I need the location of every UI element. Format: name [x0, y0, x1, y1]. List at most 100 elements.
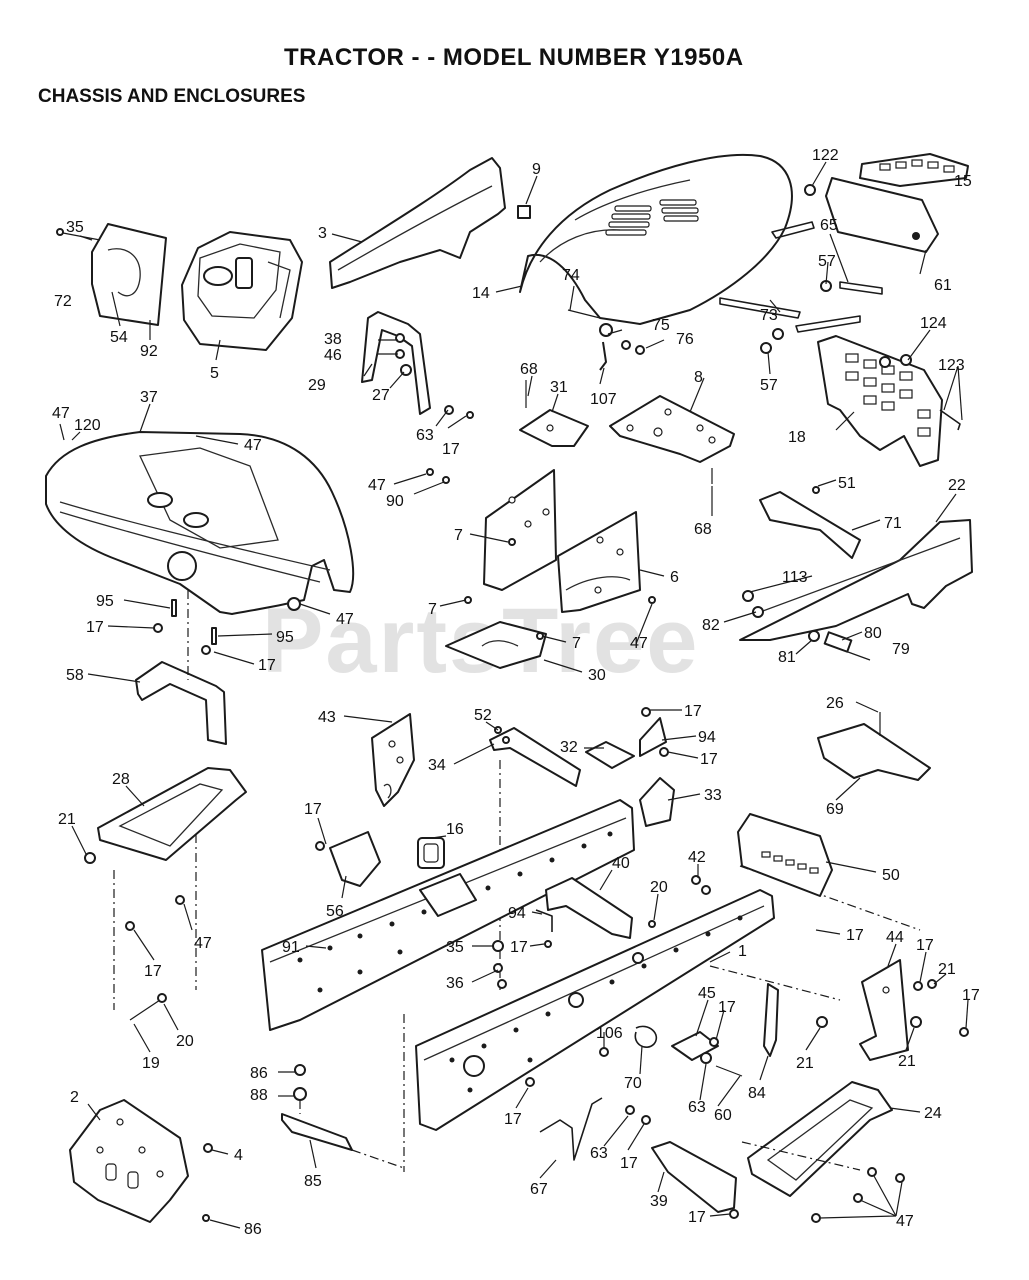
callout-label: 86 — [244, 1221, 262, 1238]
callout-numbers: 9 122 15 35 3 72 54 92 5 14 74 65 57 61 … — [52, 147, 980, 1238]
callout-label: 65 — [820, 217, 838, 234]
part-31-bracket — [519, 380, 589, 447]
callout-label: 44 — [886, 929, 904, 946]
callout-label: 90 — [386, 493, 404, 510]
callout-label: 124 — [920, 315, 947, 332]
part-33-bracket — [639, 707, 675, 827]
part-6-rear-plate — [426, 468, 656, 613]
callout-label: 7 — [572, 635, 581, 652]
callout-label: 35 — [66, 219, 84, 236]
callout-label: 47 — [896, 1213, 914, 1230]
callout-label: 17 — [700, 751, 718, 768]
part-34-bracket — [489, 726, 581, 990]
callout-label: 123 — [938, 357, 965, 374]
callout-label: 33 — [704, 787, 722, 804]
part-37-fender — [45, 431, 355, 615]
callout-label: 84 — [748, 1085, 766, 1102]
callout-label: 30 — [588, 667, 606, 684]
part-69-panel — [817, 712, 931, 781]
callout-label: 72 — [54, 293, 72, 310]
callout-label: 80 — [864, 625, 882, 642]
callout-label: 85 — [304, 1173, 322, 1190]
part-8-plate — [609, 395, 735, 484]
callout-label: 95 — [276, 629, 294, 646]
hardware-19-20 — [129, 993, 167, 1021]
callout-label: 17 — [510, 939, 528, 956]
callout-label: 73 — [760, 307, 778, 324]
callout-label: 1 — [738, 943, 747, 960]
callout-label: 47 — [194, 935, 212, 952]
callout-label: 20 — [650, 879, 668, 896]
part-92-shield — [56, 223, 167, 326]
callout-label: 67 — [530, 1181, 548, 1198]
callout-label: 17 — [718, 999, 736, 1016]
callout-label: 17 — [504, 1111, 522, 1128]
callout-label: 17 — [304, 801, 322, 818]
callout-label: 8 — [694, 369, 703, 386]
plate-50-slots — [761, 851, 819, 874]
callout-label: 17 — [620, 1155, 638, 1172]
part-32-strap — [585, 741, 635, 769]
part-9-nut — [517, 205, 531, 219]
callout-label: 32 — [560, 739, 578, 756]
callout-label: 69 — [826, 801, 844, 818]
part-43-bracket — [371, 713, 415, 807]
part-1-frame-rail — [403, 865, 921, 1172]
part-2-plate — [69, 1099, 213, 1223]
callout-label: 43 — [318, 709, 336, 726]
hardware-74-76-107 — [567, 309, 645, 371]
callout-label: 70 — [624, 1075, 642, 1092]
callout-label: 75 — [652, 317, 670, 334]
callout-label: 51 — [838, 475, 856, 492]
hardware-42 — [691, 875, 711, 895]
callout-label: 107 — [590, 391, 617, 408]
part-29-bracket — [361, 311, 474, 419]
callout-label: 45 — [698, 985, 716, 1002]
part-50-plate — [737, 813, 833, 897]
callout-label: 50 — [882, 867, 900, 884]
callout-label: 31 — [550, 379, 568, 396]
callout-label: 21 — [898, 1053, 916, 1070]
callout-label: 17 — [688, 1209, 706, 1226]
callout-label: 38 — [324, 331, 342, 348]
callout-label: 60 — [714, 1107, 732, 1124]
callout-label: 35 — [446, 939, 464, 956]
callout-label: 94 — [698, 729, 716, 746]
callout-label: 46 — [324, 347, 342, 364]
callout-label: 106 — [596, 1025, 623, 1042]
part-44-bracket — [859, 959, 969, 1061]
part-85-bracket — [281, 1064, 405, 1169]
callout-label: 68 — [694, 521, 712, 538]
callout-label: 63 — [590, 1145, 608, 1162]
part-40-bracket — [545, 877, 656, 939]
part-28-footrest — [84, 767, 247, 1010]
callout-label: 57 — [818, 253, 836, 270]
callout-label: 14 — [472, 285, 490, 302]
callout-label: 6 — [670, 569, 679, 586]
grille-frame-openings — [845, 353, 931, 437]
callout-label: 24 — [924, 1105, 942, 1122]
callout-label: 3 — [318, 225, 327, 242]
callout-label: 4 — [234, 1147, 243, 1164]
callout-label: 39 — [650, 1193, 668, 1210]
part-91-frame-rail — [261, 799, 635, 1031]
callout-label: 91 — [282, 939, 300, 956]
callout-label: 63 — [688, 1099, 706, 1116]
callout-label: 17 — [144, 963, 162, 980]
part-5-dash-console — [181, 231, 303, 351]
callout-label: 42 — [688, 849, 706, 866]
hardware-35-36 — [492, 909, 553, 989]
callout-leaders — [59, 161, 969, 1229]
callout-label: 34 — [428, 757, 446, 774]
callout-label: 57 — [760, 377, 778, 394]
callout-label: 21 — [58, 811, 76, 828]
part-16-gasket — [417, 837, 445, 869]
callout-label: 81 — [778, 649, 796, 666]
callout-label: 19 — [142, 1055, 160, 1072]
callout-label: 22 — [948, 477, 966, 494]
callout-label: 15 — [954, 173, 972, 190]
callout-label: 17 — [258, 657, 276, 674]
callout-label: 29 — [308, 377, 326, 394]
diagram-title: TRACTOR - - MODEL NUMBER Y1950A — [284, 44, 744, 71]
